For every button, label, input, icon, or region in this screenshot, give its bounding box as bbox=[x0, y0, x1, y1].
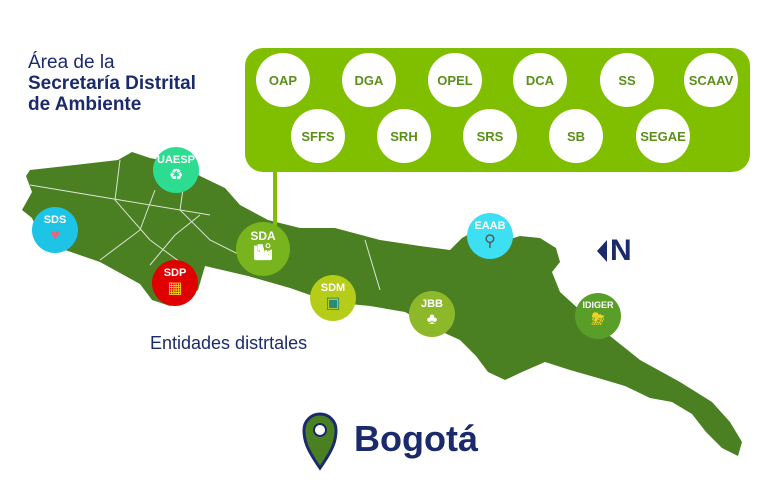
title-line-2: Secretaría Distrital bbox=[28, 73, 196, 94]
unit-srs: SRS bbox=[463, 109, 517, 163]
water-tap-icon: ⚲ bbox=[484, 233, 496, 250]
entity-label: EAAB bbox=[474, 220, 506, 232]
locality-borders bbox=[29, 159, 381, 291]
entity-jbb: JBB♣ bbox=[409, 291, 455, 337]
city-globe-icon: 🏙 bbox=[252, 244, 274, 261]
entity-sds: SDS♥ bbox=[32, 207, 78, 253]
entity-label: SDP bbox=[163, 267, 187, 279]
unit-opel: OPEL bbox=[428, 53, 482, 107]
location-pin-icon bbox=[302, 412, 338, 471]
unit-sb: SB bbox=[549, 109, 603, 163]
blueprint-icon: ▦ bbox=[167, 280, 183, 297]
entity-sdm: SDM▣ bbox=[310, 275, 356, 321]
unit-srh: SRH bbox=[377, 109, 431, 163]
recycle-bin-icon: ♻ bbox=[168, 167, 184, 184]
entity-eaab: EAAB⚲ bbox=[467, 213, 513, 259]
unit-ss: SS bbox=[600, 53, 654, 107]
entity-label: IDIGER bbox=[582, 300, 614, 310]
title-line-3: de Ambiente bbox=[28, 94, 142, 115]
trees-icon: ♣ bbox=[426, 311, 438, 328]
unit-oap: OAP bbox=[256, 53, 310, 107]
entity-idiger: IDIGER⛈ bbox=[575, 293, 621, 339]
map-shape bbox=[22, 152, 742, 456]
storm-house-icon: ⛈ bbox=[591, 311, 605, 328]
north-arrow-icon bbox=[597, 240, 607, 262]
city-name: Bogotá bbox=[354, 418, 478, 459]
unit-scaav: SCAAV bbox=[684, 53, 738, 107]
entity-label: UAESP bbox=[157, 154, 195, 166]
entity-label: SDA bbox=[250, 229, 276, 243]
unit-dca: DCA bbox=[513, 53, 567, 107]
entity-sda: SDA🏙 bbox=[236, 222, 290, 276]
entities-caption: Entidades distrtales bbox=[150, 333, 308, 353]
entity-uaesp: UAESP♻ bbox=[153, 147, 199, 193]
unit-sffs: SFFS bbox=[291, 109, 345, 163]
unit-dga: DGA bbox=[342, 53, 396, 107]
entity-label: SDM bbox=[320, 282, 346, 294]
entity-label: JBB bbox=[420, 298, 443, 310]
north-indicator: N bbox=[597, 234, 632, 268]
north-label: N bbox=[610, 234, 632, 267]
heart-icon: ♥ bbox=[50, 227, 60, 244]
bus-icon: ▣ bbox=[325, 295, 341, 312]
title-line-1: Área de la bbox=[28, 52, 115, 73]
entity-sdp: SDP▦ bbox=[152, 260, 198, 306]
unit-segae: SEGAE bbox=[636, 109, 690, 163]
entity-label: SDS bbox=[43, 214, 67, 226]
